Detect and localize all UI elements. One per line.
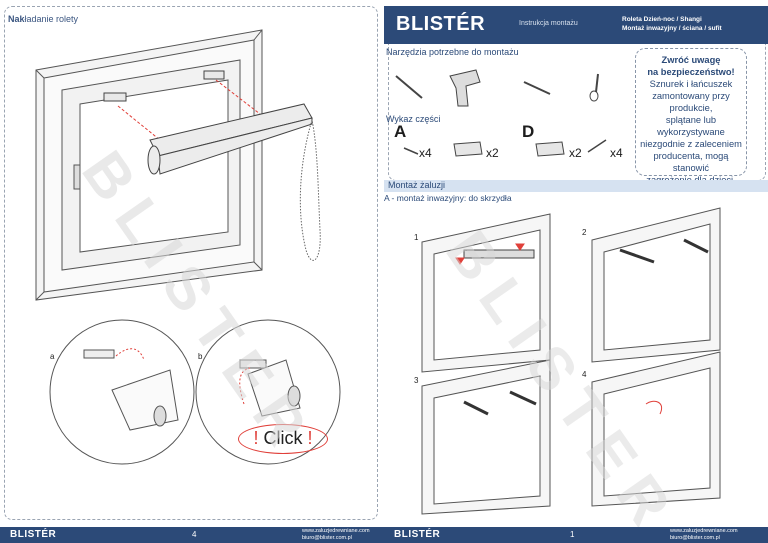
- header-logo: BLISTÉR: [396, 13, 486, 35]
- part-a-qty1: x4: [419, 146, 432, 160]
- watermark-right: BLISTER: [433, 219, 691, 543]
- step-number-1: 1: [414, 233, 419, 242]
- part-letter-d: D: [522, 122, 535, 141]
- step-illustrations: [421, 207, 721, 515]
- left-page-border: [4, 6, 378, 520]
- part-a-qty2: x2: [486, 146, 499, 160]
- parts-heading: Wykaz części: [386, 114, 441, 124]
- footer-logo: BLISTÉR: [10, 529, 57, 540]
- watermark-left: BLISTER: [69, 139, 327, 468]
- step-number-3: 3: [414, 376, 419, 385]
- section-subtitle: A - montaż inwazyjny: do skrzydła: [384, 193, 512, 203]
- detail-illustrations: [49, 319, 341, 465]
- window-illustration-main: [35, 29, 321, 301]
- page-number: 4: [192, 530, 197, 539]
- detail-label-b: b: [198, 352, 203, 361]
- footer-logo-right: BLISTÉR: [394, 529, 441, 540]
- parts-illustrations: [403, 139, 607, 157]
- part-d-qty2: x4: [610, 146, 623, 160]
- svg-text:BLISTER: BLISTER: [69, 139, 327, 468]
- step-number-4: 4: [582, 370, 587, 379]
- left-page-title: Nakładanie rolety: [8, 14, 79, 24]
- tools-heading: Narzędzia potrzebne do montażu: [386, 47, 519, 57]
- section-band: Montaż żaluzji: [384, 180, 768, 192]
- header: BLISTÉR Instrukcja montażu Roleta Dzień-…: [384, 6, 768, 44]
- left-page: Nakładanie rolety a b: [0, 6, 384, 543]
- tools-illustrations: [395, 69, 599, 107]
- click-callout: ! Click !: [238, 424, 328, 454]
- section-title: Montaż żaluzji: [388, 180, 446, 190]
- part-letter-a: A: [394, 122, 407, 141]
- header-instruction: Instrukcja montażu: [519, 20, 578, 27]
- step-number-2: 2: [582, 228, 587, 237]
- part-d-qty1: x2: [569, 146, 582, 160]
- page-number-right: 1: [570, 530, 575, 539]
- svg-text:BLISTER: BLISTER: [433, 219, 691, 543]
- detail-label-a: a: [50, 352, 55, 361]
